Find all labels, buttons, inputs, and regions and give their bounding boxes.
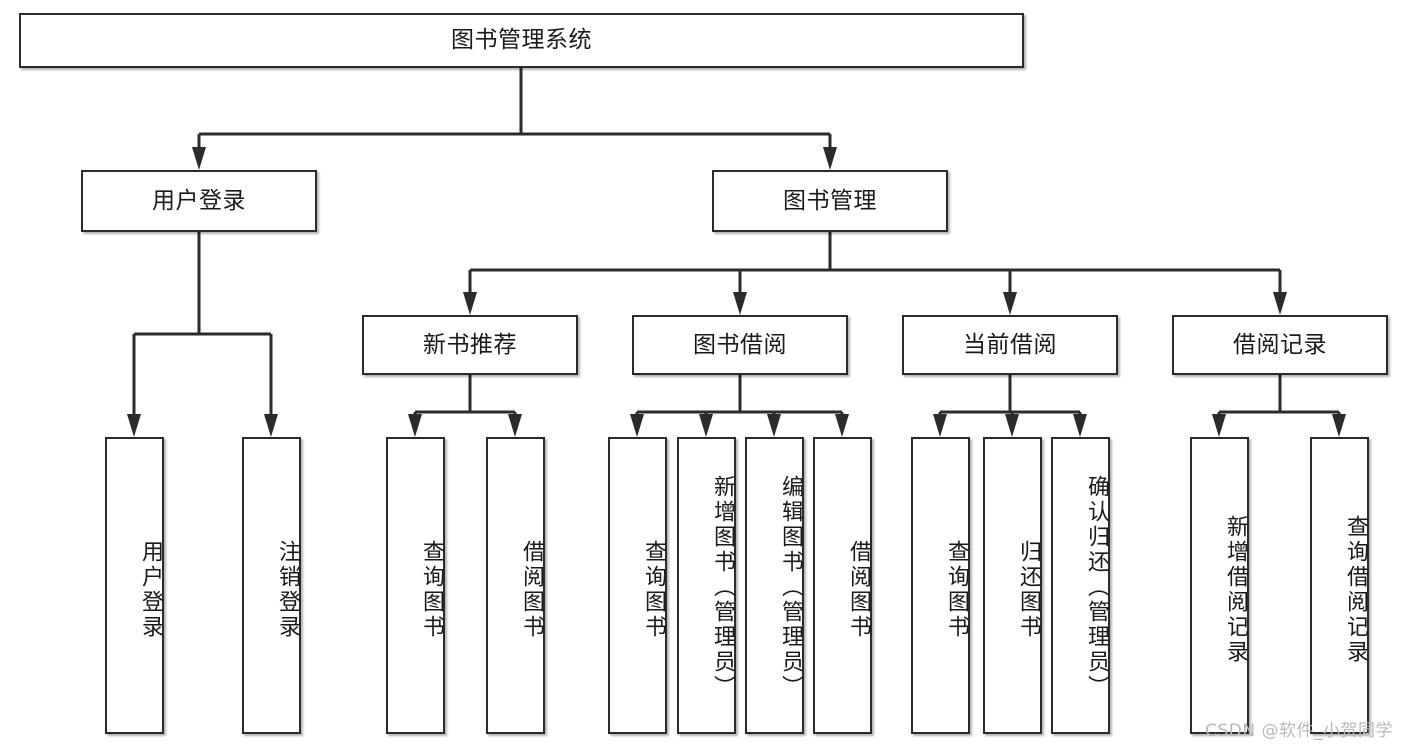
- node-root-label: 图书管理系统: [451, 27, 592, 54]
- node-leaf-user-login[interactable]: 用户登录: [105, 437, 164, 734]
- node-leaf-borrow-add[interactable]: 新增图书（管理员）: [677, 437, 736, 734]
- node-book-borrow-label: 图书借阅: [693, 331, 787, 358]
- node-leaf-borrow-do-label: 借阅图书: [846, 539, 871, 640]
- node-leaf-rec-borrow[interactable]: 借阅图书: [486, 437, 545, 734]
- node-book-manage[interactable]: 图书管理: [712, 170, 948, 232]
- node-leaf-borrow-edit[interactable]: 编辑图书（管理员）: [745, 437, 804, 734]
- node-leaf-cur-query[interactable]: 查询图书: [911, 437, 970, 734]
- node-borrow-record-label: 借阅记录: [1233, 331, 1327, 358]
- node-leaf-rec-add[interactable]: 新增借阅记录: [1190, 437, 1249, 734]
- node-user-login-label: 用户登录: [152, 187, 246, 214]
- node-new-book-rec[interactable]: 新书推荐: [362, 315, 578, 375]
- node-leaf-rec-search[interactable]: 查询借阅记录: [1310, 437, 1369, 734]
- node-leaf-rec-borrow-label: 借阅图书: [519, 539, 544, 640]
- node-borrow-record[interactable]: 借阅记录: [1172, 315, 1388, 375]
- node-book-borrow[interactable]: 图书借阅: [632, 315, 848, 375]
- node-leaf-borrow-do[interactable]: 借阅图书: [813, 437, 872, 734]
- node-leaf-rec-query-label: 查询图书: [419, 539, 444, 640]
- node-leaf-rec-add-label: 新增借阅记录: [1223, 514, 1248, 665]
- node-leaf-cur-return[interactable]: 归还图书: [983, 437, 1042, 734]
- csdn-watermark: CSDN @软件_小贺同学: [1205, 721, 1393, 741]
- node-user-login[interactable]: 用户登录: [81, 170, 317, 232]
- node-leaf-cur-confirm[interactable]: 确认归还（管理员）: [1051, 437, 1110, 734]
- node-leaf-rec-query[interactable]: 查询图书: [386, 437, 445, 734]
- node-leaf-cur-confirm-label: 确认归还（管理员）: [1084, 475, 1109, 700]
- node-new-book-rec-label: 新书推荐: [423, 331, 517, 358]
- node-leaf-user-logout[interactable]: 注销登录: [242, 437, 301, 734]
- node-leaf-borrow-edit-label: 编辑图书（管理员）: [778, 475, 803, 700]
- node-leaf-borrow-add-label: 新增图书（管理员）: [710, 475, 735, 700]
- node-leaf-cur-query-label: 查询图书: [944, 539, 969, 640]
- node-leaf-borrow-query-label: 查询图书: [641, 539, 666, 640]
- node-current-borrow-label: 当前借阅: [963, 331, 1057, 358]
- node-leaf-rec-search-label: 查询借阅记录: [1343, 514, 1368, 665]
- node-root[interactable]: 图书管理系统: [19, 13, 1024, 68]
- node-leaf-cur-return-label: 归还图书: [1016, 539, 1041, 640]
- node-book-manage-label: 图书管理: [783, 187, 877, 214]
- node-leaf-user-login-label: 用户登录: [138, 539, 163, 640]
- node-leaf-borrow-query[interactable]: 查询图书: [608, 437, 667, 734]
- node-leaf-user-logout-label: 注销登录: [275, 539, 300, 640]
- node-current-borrow[interactable]: 当前借阅: [902, 315, 1118, 375]
